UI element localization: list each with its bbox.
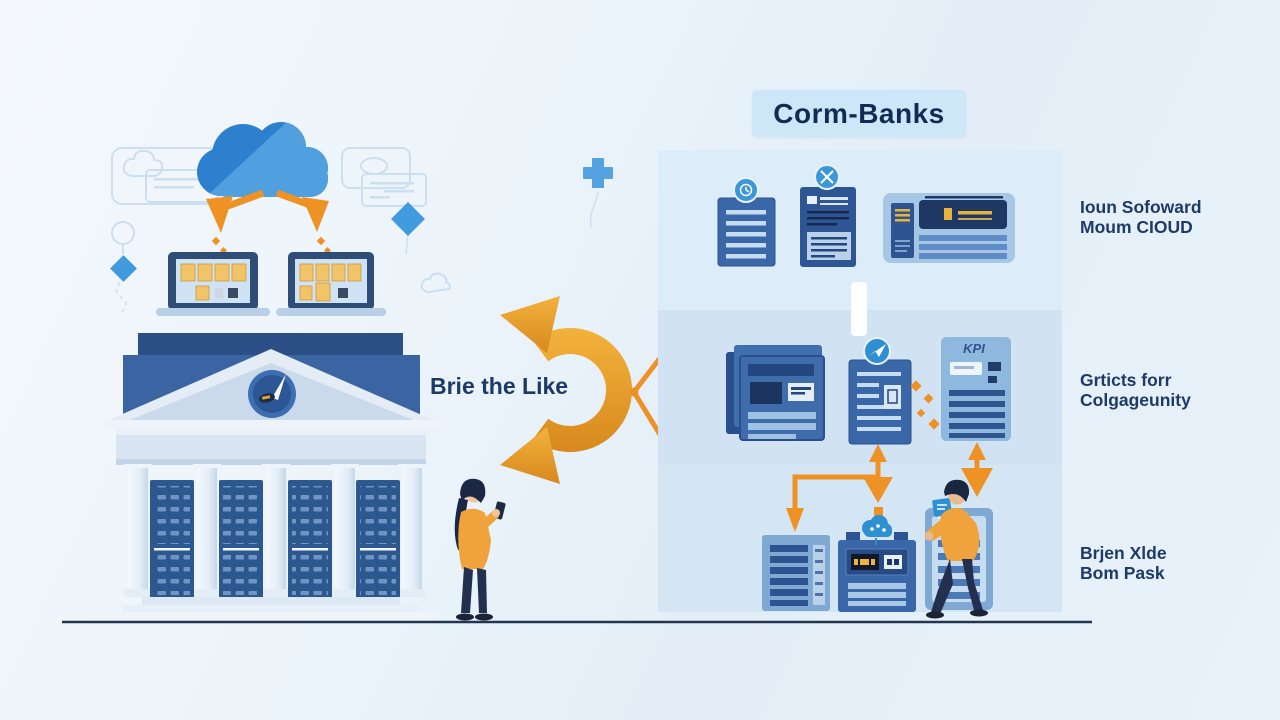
decor-diamond-right: [391, 202, 425, 236]
clock-icon: [733, 177, 759, 203]
cloud-icon: [197, 122, 328, 197]
dashboard-card: [883, 193, 1015, 263]
row2-dashed-links: [910, 380, 940, 430]
document-card-badge: [848, 337, 912, 445]
plus-icon: [583, 158, 613, 188]
bank-columns: [124, 464, 426, 597]
laptop-left: [156, 252, 270, 316]
decor-diamond-left: [110, 255, 137, 282]
bank-emblem: [248, 370, 296, 418]
man-figure: [924, 479, 988, 619]
row3-label: Brjen Xlde Bom Pask: [1080, 543, 1270, 583]
plane-icon: [863, 337, 891, 365]
list-card: [762, 535, 830, 611]
cloud-download-arrows: [206, 189, 332, 255]
title-text: Corm-Banks: [773, 97, 945, 129]
row3-label-line2: Bom Pask: [1080, 563, 1165, 583]
cloud-ai-icon: [862, 515, 892, 545]
row2-label: Grticts forr Colgageunity: [1080, 370, 1270, 410]
woman-figure: [454, 478, 506, 621]
row-connectors: [786, 442, 993, 532]
row1-label: Ioun Sofoward Moum CIOUD: [1080, 197, 1270, 237]
transfer-icon: [814, 164, 840, 190]
kpi-scribble: KPI: [963, 341, 985, 356]
row1-label-line1: Ioun Sofoward: [1080, 197, 1202, 217]
server-racks: [150, 480, 400, 600]
document-card-text: [800, 164, 856, 267]
bank-building: [98, 333, 444, 621]
row2-label-line2: Colgageunity: [1080, 390, 1191, 410]
sync-loop-icon: [500, 296, 633, 484]
document-card-lines: [717, 177, 776, 267]
row1-label-line2: Moum CIOUD: [1080, 217, 1193, 237]
row2-label-line1: Grticts forr: [1080, 370, 1172, 390]
row3-label-line1: Brjen Xlde: [1080, 543, 1167, 563]
terminal-device-card: [838, 515, 916, 612]
title-badge: Corm-Banks: [752, 90, 966, 137]
laptop-right: [276, 252, 386, 316]
stacked-documents-card: [726, 345, 825, 441]
background-doodles: [111, 147, 599, 313]
kpi-card: KPI: [941, 337, 1011, 441]
center-caption: Brie the Like: [430, 373, 569, 399]
background-doodle-dashes: [154, 178, 414, 199]
